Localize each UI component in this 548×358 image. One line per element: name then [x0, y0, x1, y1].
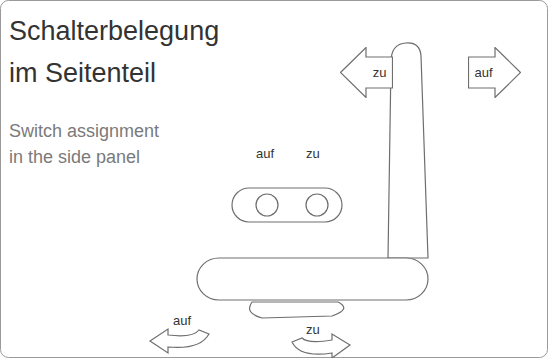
- switch-plate: [232, 188, 342, 222]
- switch-label: auf: [256, 146, 274, 161]
- seat-cushion: [197, 258, 428, 300]
- block-arrow: zu: [340, 47, 393, 98]
- arrow-shape: [341, 48, 393, 98]
- seat-base: [250, 302, 344, 318]
- switch-button: [256, 194, 278, 216]
- arrow-label: auf: [474, 66, 492, 79]
- direction-label: zu: [306, 322, 320, 337]
- subtitle: Switch assignment in the side panel: [9, 118, 177, 170]
- curved-arrow: [150, 329, 209, 353]
- title: Schalterbelegung im Seitenteil: [9, 10, 249, 94]
- arrow-shape: [469, 48, 521, 98]
- backrest: [388, 43, 428, 258]
- block-arrow: auf: [468, 47, 521, 98]
- direction-label: auf: [173, 313, 191, 328]
- curved-arrow: [292, 334, 350, 358]
- switch-button: [306, 194, 328, 216]
- switch-label: zu: [306, 146, 320, 161]
- arrow-label: zu: [373, 66, 387, 79]
